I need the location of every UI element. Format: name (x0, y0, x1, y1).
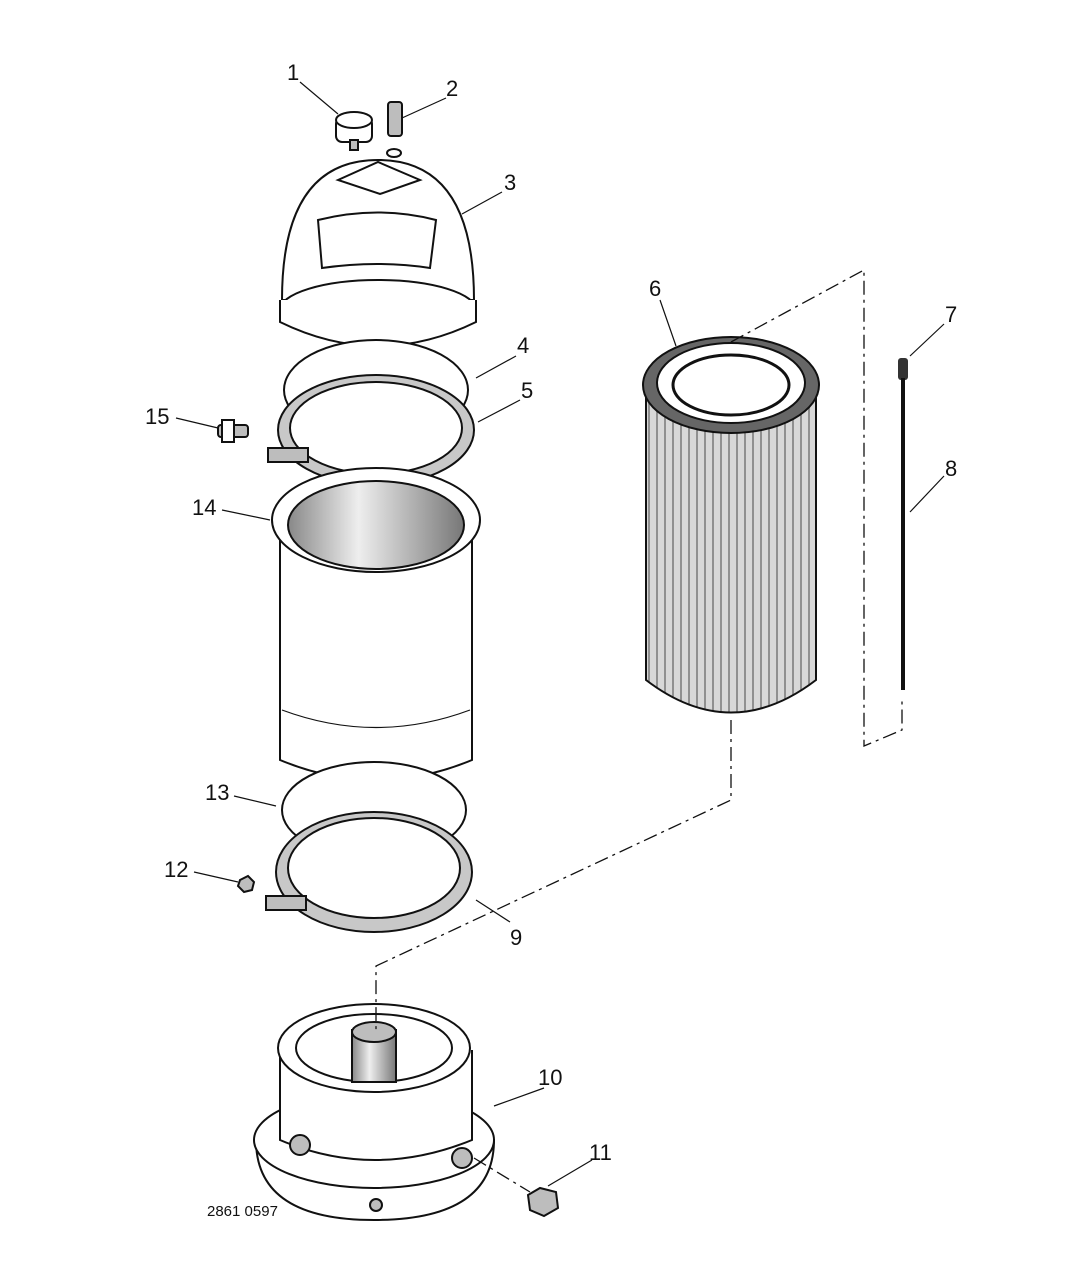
callout-15: 15 (145, 404, 169, 429)
alignment-lines (375, 268, 903, 1193)
callout-2: 2 (446, 76, 458, 101)
callout-11: 11 (589, 1140, 612, 1165)
callout-9: 9 (510, 925, 522, 950)
callout-4: 4 (517, 333, 529, 358)
clamp-knob (217, 419, 249, 443)
callout-6: 6 (649, 276, 661, 301)
drain-plug (526, 1186, 560, 1218)
pressure-gauge (335, 111, 373, 151)
callout-7: 7 (945, 302, 957, 327)
filter-lid (279, 158, 477, 347)
filter-base (253, 1003, 496, 1222)
tank-body (271, 467, 481, 781)
air-relief-valve (386, 101, 403, 158)
drawing-number: 2861 0597 (207, 1203, 278, 1220)
callout-3: 3 (504, 170, 516, 195)
filter-cartridge (642, 336, 820, 714)
lower-clamp (265, 811, 473, 933)
callout-12: 12 (164, 857, 188, 882)
callout-1: 1 (287, 60, 299, 85)
callout-13: 13 (205, 780, 229, 805)
leader-lines (175, 81, 945, 1187)
callout-14: 14 (192, 495, 216, 520)
clamp-nut (236, 874, 256, 894)
callout-5: 5 (521, 378, 533, 403)
cartridge-rod (898, 358, 908, 690)
callout-10: 10 (538, 1065, 562, 1090)
callout-8: 8 (945, 456, 957, 481)
